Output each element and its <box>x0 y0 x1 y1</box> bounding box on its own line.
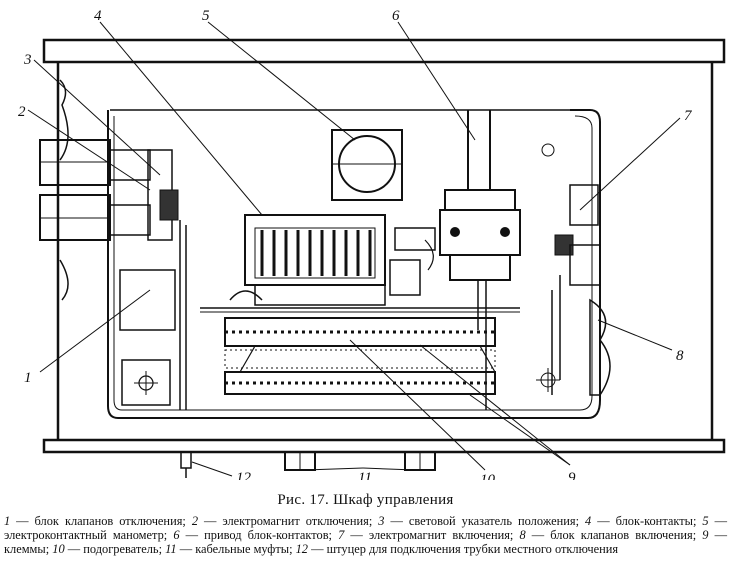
callout-8: 8 <box>676 348 684 364</box>
terminal-strips <box>200 307 520 395</box>
cable-couplings <box>284 451 436 471</box>
legend-item: 1 — блок клапанов отключения; <box>4 514 192 528</box>
legend-item: 3 — световой указатель положения; <box>378 514 586 528</box>
figure-caption-title: Рис. 17. Шкаф управления <box>277 492 454 508</box>
callout-12: 12 <box>236 470 252 480</box>
heater <box>224 349 496 369</box>
callout-6: 6 <box>392 8 400 24</box>
callout-labels: 1 2 3 4 5 6 7 8 9 10 11 12 <box>18 8 693 480</box>
callout-5: 5 <box>202 8 210 24</box>
leader-lines <box>27 21 681 477</box>
left-valve-block <box>39 79 187 410</box>
legend-item: 10 — подогреватель; <box>52 541 166 556</box>
manometer <box>331 129 403 201</box>
legend-item: 2 — электромагнит отключения; <box>191 514 379 528</box>
legend-item: 11 — кабельные муфты; <box>165 541 296 556</box>
control-cabinet-drawing: 1 2 3 4 5 6 7 8 9 10 11 12 <box>18 8 726 480</box>
figure-legend: 1 — блок клапанов отключения; 2 — электр… <box>4 514 727 556</box>
legend-item: 6 — привод блок-контактов; <box>173 527 339 542</box>
callout-7: 7 <box>684 108 693 124</box>
legend-item: 4 — блок-контакты; <box>585 514 703 528</box>
callout-2: 2 <box>18 104 26 120</box>
cabinet-outline <box>42 38 726 454</box>
legend-item: 7 — электромагнит включения; <box>338 527 520 542</box>
legend-item: 5 — электроконтактный манометр; <box>4 514 727 542</box>
callout-3: 3 <box>23 52 32 68</box>
local-trip-fitting <box>180 451 192 478</box>
callout-10: 10 <box>480 472 496 480</box>
callout-4: 4 <box>94 8 102 24</box>
block-contacts <box>229 214 386 306</box>
right-valve-block <box>536 143 611 396</box>
block-contacts-drive <box>389 110 521 410</box>
legend-item: 12 — штуцер для подключения трубки местн… <box>295 541 619 556</box>
callout-9: 9 <box>568 470 576 480</box>
callout-11: 11 <box>358 470 372 480</box>
legend-item: 9 — клеммы; <box>4 527 727 556</box>
callout-1: 1 <box>24 370 32 386</box>
legend-item: 8 — блок клапанов включения; <box>519 527 703 542</box>
